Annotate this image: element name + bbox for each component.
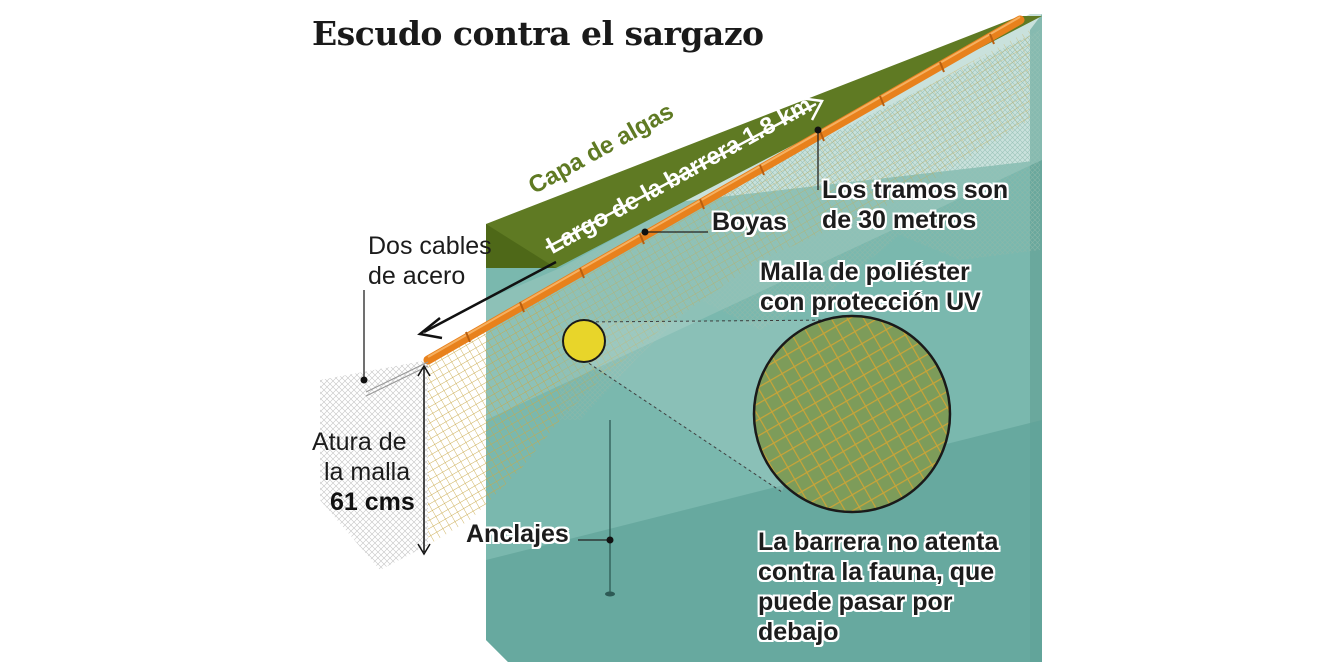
- anchors-label: Anclajes: [466, 520, 569, 548]
- sections-label-line2: de 30 metros: [822, 206, 977, 234]
- cable-arrow-head: [417, 317, 443, 340]
- length-arrow-line: [545, 102, 817, 250]
- zoom-line-top: [583, 319, 841, 323]
- fauna-label-line3: puede pasar por: [758, 588, 953, 616]
- mesh-height-label-line2: la malla: [324, 458, 411, 486]
- anchor-weight: [605, 591, 615, 597]
- mesh-zoom-ring: [752, 314, 952, 514]
- cable-leader-dot: [360, 376, 368, 384]
- mesh-height-value: 61 cms: [330, 488, 415, 516]
- algae-layer-edge: [486, 224, 556, 268]
- mesh-curtain-grey: [320, 360, 428, 570]
- buoy-line: [423, 15, 1025, 365]
- mesh-height-label-line1: Atura de: [312, 428, 407, 456]
- mesh-label-line2: con protección UV: [760, 288, 981, 316]
- steel-cable-2: [365, 365, 429, 397]
- steel-cables-label-line2: de acero: [368, 262, 466, 290]
- fauna-label-line4: debajo: [758, 618, 839, 646]
- buoys-label: Boyas: [712, 208, 788, 236]
- mesh-zoom-detail: [754, 316, 950, 512]
- height-arrow-top: [417, 364, 431, 377]
- sections-label-line1: Los tramos son: [822, 176, 1009, 204]
- buoy-line-highlight: [427, 16, 1021, 358]
- mesh-zoom-origin: [562, 319, 606, 363]
- fauna-label-line1: La barrera no atenta: [758, 528, 999, 556]
- anchor-dot: [606, 536, 614, 544]
- mesh-label-line1: Malla de poliéster: [760, 258, 970, 286]
- length-arrow-head: [799, 96, 824, 121]
- page-title: Escudo contra el sargazo: [312, 14, 764, 53]
- steel-cables-label-line1: Dos cables: [368, 232, 492, 260]
- height-arrow-bottom: [417, 543, 431, 556]
- buoy-segment-marks: [465, 33, 995, 343]
- mesh-curtain-mid: [560, 30, 1030, 420]
- sections-leader-dot: [814, 126, 822, 134]
- mesh-curtain-front: [428, 285, 560, 545]
- zoom-line-bottom: [583, 359, 783, 493]
- cable-arrow-line: [423, 260, 557, 334]
- fauna-label-line2: contra la fauna, que: [758, 558, 995, 586]
- buoy-leader-dot: [641, 228, 649, 236]
- steel-cable-1: [365, 361, 429, 393]
